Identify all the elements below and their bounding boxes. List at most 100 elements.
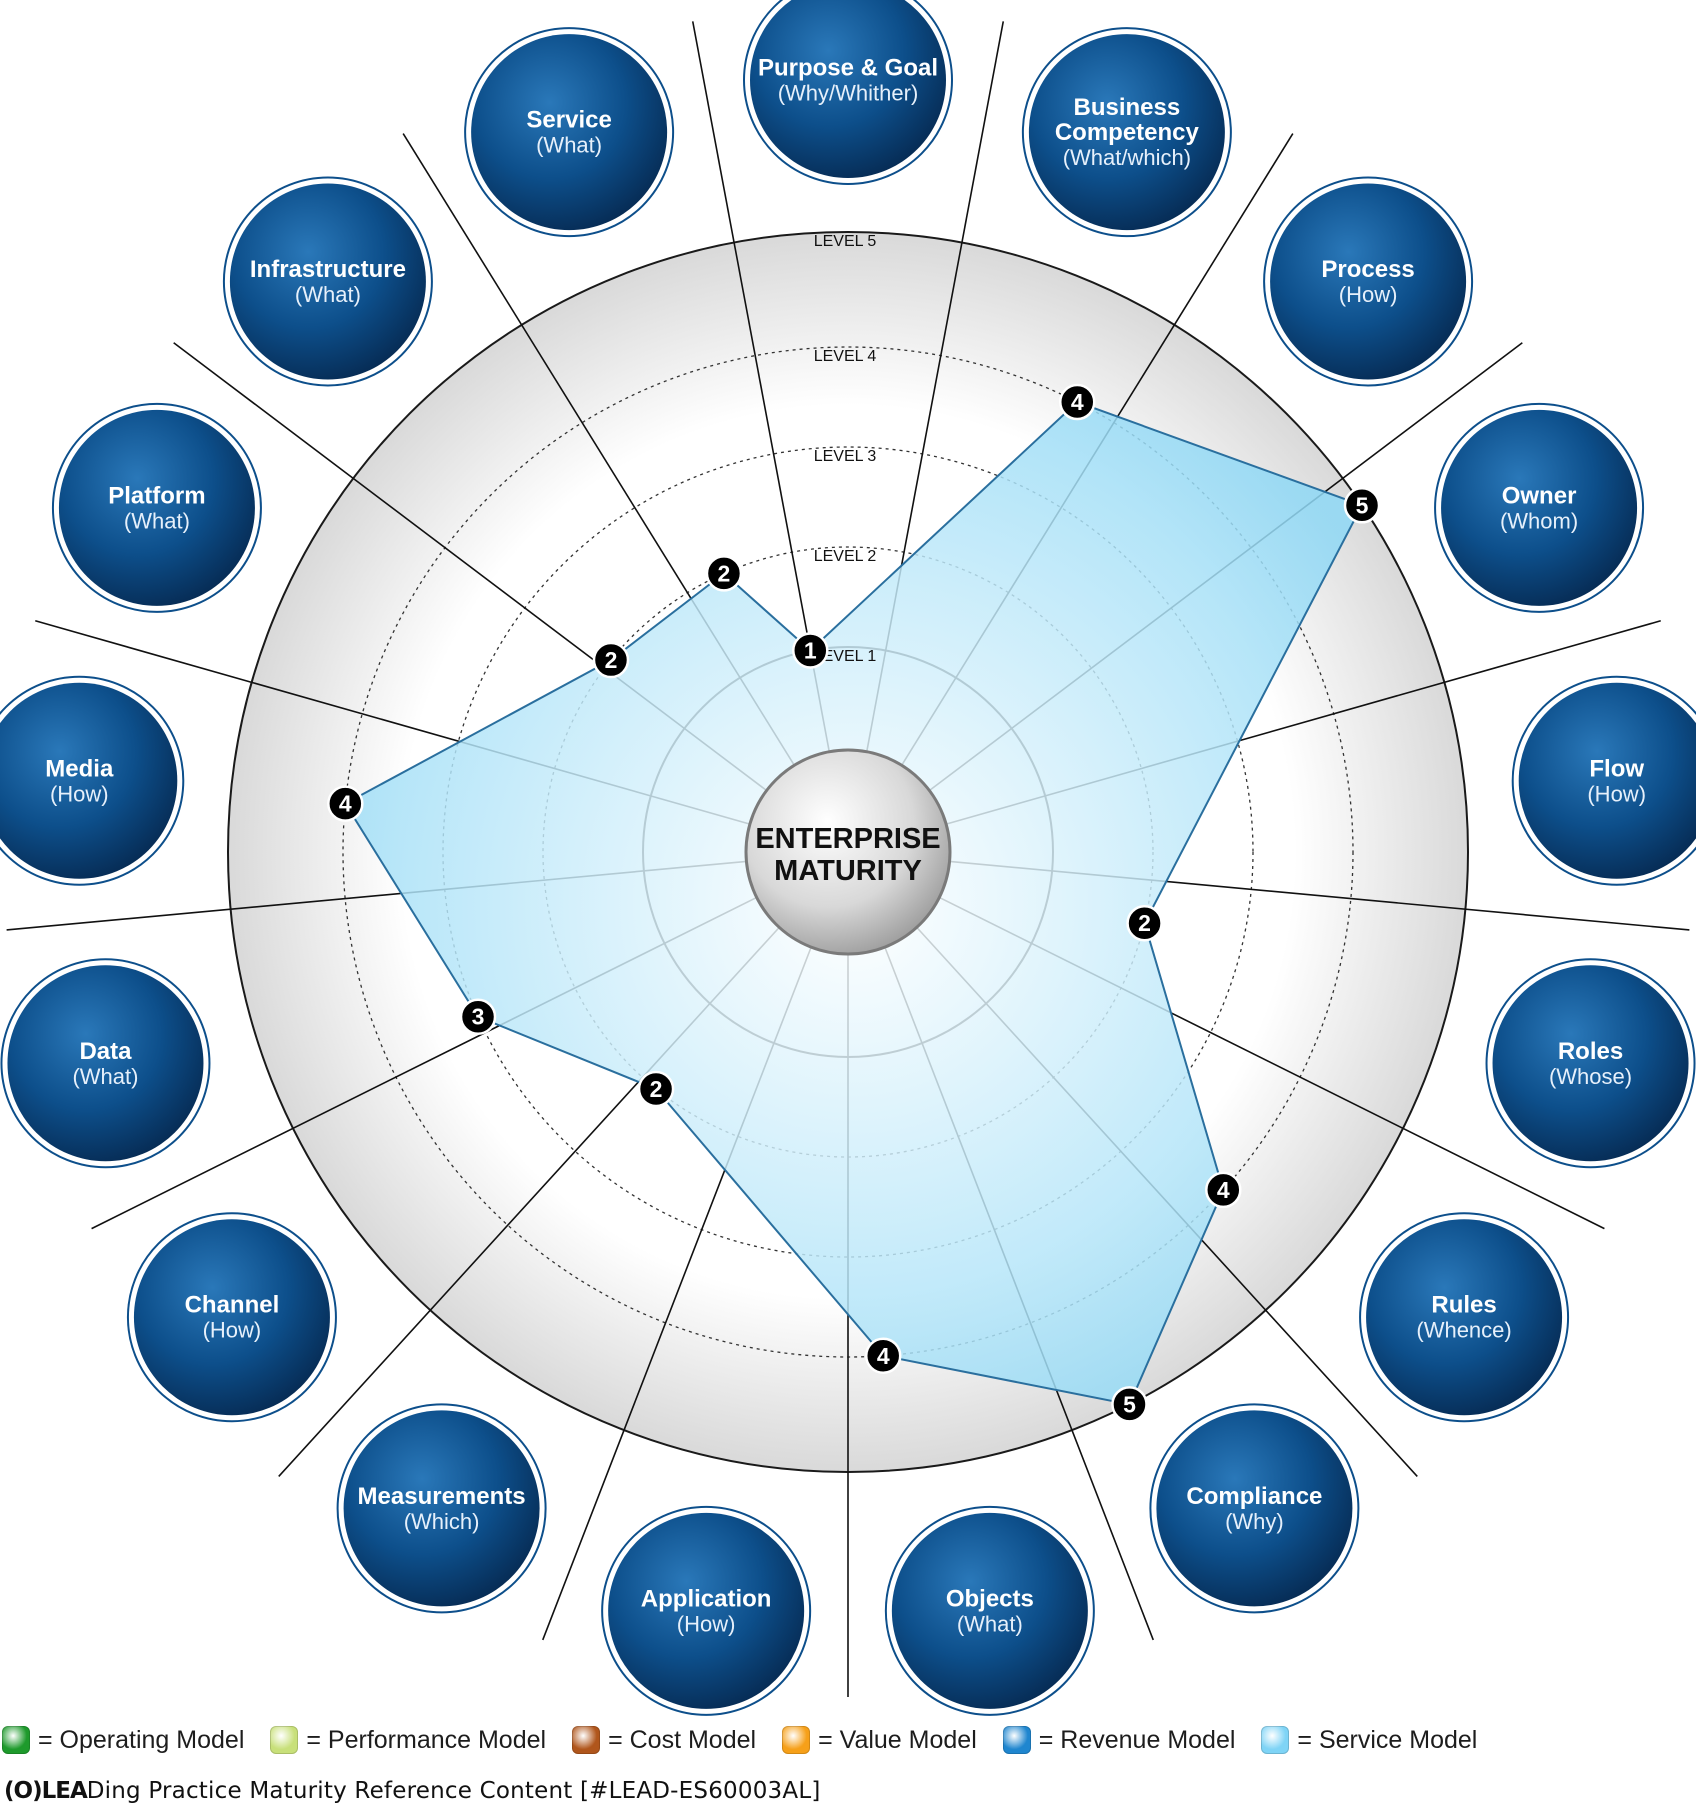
category-name: Roles xyxy=(1558,1038,1623,1065)
legend-item-revenue-model: = Revenue Model xyxy=(1002,1725,1236,1755)
category-subtitle: (How) xyxy=(1587,781,1646,806)
footer-reference: (O)LEADing Practice Maturity Reference C… xyxy=(4,1778,821,1804)
legend-item-operating-model: = Operating Model xyxy=(2,1726,244,1755)
level-label-3: LEVEL 3 xyxy=(814,448,877,465)
value-marker: 3 xyxy=(459,998,497,1035)
leading-practice-logo: (O)LEA xyxy=(4,1778,88,1804)
value-label: 4 xyxy=(1071,389,1084,415)
service-model-swatch xyxy=(1261,1726,1290,1754)
value-marker: 5 xyxy=(1111,1386,1148,1423)
value-model-swatch xyxy=(782,1726,811,1754)
level-ring-3 xyxy=(442,446,1254,1258)
category-node-objects: Objects(What) xyxy=(884,1505,1095,1716)
operating-model-swatch xyxy=(2,1726,30,1754)
performance-model-swatch xyxy=(270,1726,299,1754)
footer-text: Ding Practice Maturity Reference Content… xyxy=(86,1778,821,1804)
value-label: 2 xyxy=(650,1076,663,1102)
value-label: 2 xyxy=(1138,910,1151,936)
category-node-service: Service(What) xyxy=(464,27,675,238)
legend-label: = Service Model xyxy=(1297,1725,1478,1754)
value-label: 1 xyxy=(804,637,817,663)
category-name: Media xyxy=(45,755,114,782)
value-marker: 4 xyxy=(864,1337,902,1375)
category-node-roles: Roles(Whose) xyxy=(1485,958,1696,1169)
category-subtitle: (What) xyxy=(536,133,602,158)
category-nodes: Purpose & Goal(Why/Whither) BusinessCompe… xyxy=(0,0,1696,1716)
category-subtitle: (How) xyxy=(1339,282,1398,307)
cost-model-swatch xyxy=(572,1726,601,1754)
value-marker: 2 xyxy=(637,1070,675,1108)
legend-item-value-model: = Value Model xyxy=(782,1726,977,1755)
category-subtitle: (Why/Whither) xyxy=(778,81,919,106)
revenue-model-swatch xyxy=(1002,1726,1031,1754)
category-subtitle: (How) xyxy=(677,1611,736,1636)
category-subtitle: (Whom) xyxy=(1500,508,1578,533)
value-label: 3 xyxy=(472,1004,485,1030)
category-name: Competency xyxy=(1055,119,1200,146)
category-name: Rules xyxy=(1431,1292,1496,1319)
category-name: Platform xyxy=(108,482,205,509)
category-name: Infrastructure xyxy=(250,256,406,283)
category-name: Channel xyxy=(185,1292,280,1319)
category-node-application: Application(How) xyxy=(601,1505,812,1716)
value-marker: 5 xyxy=(1343,487,1381,524)
category-node-flow: Flow(How) xyxy=(1511,675,1696,886)
category-name: Business xyxy=(1074,94,1181,121)
category-node-owner: Owner(Whom) xyxy=(1434,402,1645,613)
category-node-purpose-goal: Purpose & Goal(Why/Whither) xyxy=(743,0,953,185)
legend: = Operating Model = Performance Model = … xyxy=(2,1720,1692,1760)
category-subtitle: (Whence) xyxy=(1416,1318,1511,1343)
category-node-process: Process(How) xyxy=(1263,176,1474,387)
value-label: 2 xyxy=(718,560,731,586)
center-label-line-2: MATURITY xyxy=(774,855,922,887)
category-name: Compliance xyxy=(1186,1483,1322,1510)
category-subtitle: (What) xyxy=(72,1064,138,1089)
category-subtitle: (What) xyxy=(295,282,361,307)
category-name: Objects xyxy=(946,1585,1034,1612)
level-label-5: LEVEL 5 xyxy=(814,233,877,250)
category-name: Owner xyxy=(1502,482,1577,509)
value-label: 4 xyxy=(339,791,352,817)
value-label: 5 xyxy=(1123,1391,1136,1417)
category-node-media: Media(How) xyxy=(0,675,185,886)
category-subtitle: (Whose) xyxy=(1549,1064,1632,1089)
category-subtitle: (What/which) xyxy=(1063,145,1191,170)
category-subtitle: (What) xyxy=(957,1611,1023,1636)
category-name: Application xyxy=(641,1585,772,1612)
level-label-2: LEVEL 2 xyxy=(814,548,877,565)
value-marker: 2 xyxy=(705,555,743,592)
category-name: Measurements xyxy=(358,1483,526,1510)
value-markers: 1 4 5 2 4 5 4 2 3 4 2 2 xyxy=(327,383,1381,1423)
legend-label: = Cost Model xyxy=(608,1725,757,1754)
category-node-data: Data(What) xyxy=(0,958,211,1169)
category-name: Purpose & Goal xyxy=(758,55,938,82)
value-marker: 2 xyxy=(1126,904,1163,942)
legend-item-service-model: = Service Model xyxy=(1261,1726,1477,1755)
axis-spoke xyxy=(691,21,831,752)
legend-item-cost-model: = Cost Model xyxy=(572,1726,756,1755)
category-node-channel: Channel(How) xyxy=(126,1212,337,1423)
value-label: 4 xyxy=(1217,1177,1230,1203)
category-name: Process xyxy=(1321,256,1414,283)
category-node-compliance: Compliance(Why) xyxy=(1149,1403,1360,1614)
legend-label: = Revenue Model xyxy=(1038,1725,1236,1754)
category-name: Flow xyxy=(1589,755,1644,782)
category-subtitle: (How) xyxy=(203,1318,262,1343)
value-label: 4 xyxy=(877,1343,890,1369)
value-marker: 4 xyxy=(1205,1171,1242,1209)
category-subtitle: (What) xyxy=(124,508,190,533)
value-marker: 2 xyxy=(592,641,630,679)
category-node-platform: Platform(What) xyxy=(51,402,262,613)
value-marker: 4 xyxy=(1059,383,1096,421)
center-label-line-1: ENTERPRISE xyxy=(755,823,940,855)
center-hub xyxy=(744,748,952,956)
value-marker: 4 xyxy=(327,785,364,822)
legend-label: = Performance Model xyxy=(306,1725,547,1754)
category-name: Data xyxy=(79,1038,132,1065)
legend-label: = Value Model xyxy=(818,1725,977,1754)
category-subtitle: (How) xyxy=(50,781,109,806)
legend-label: = Operating Model xyxy=(38,1725,245,1754)
legend-item-performance-model: = Performance Model xyxy=(270,1726,546,1755)
